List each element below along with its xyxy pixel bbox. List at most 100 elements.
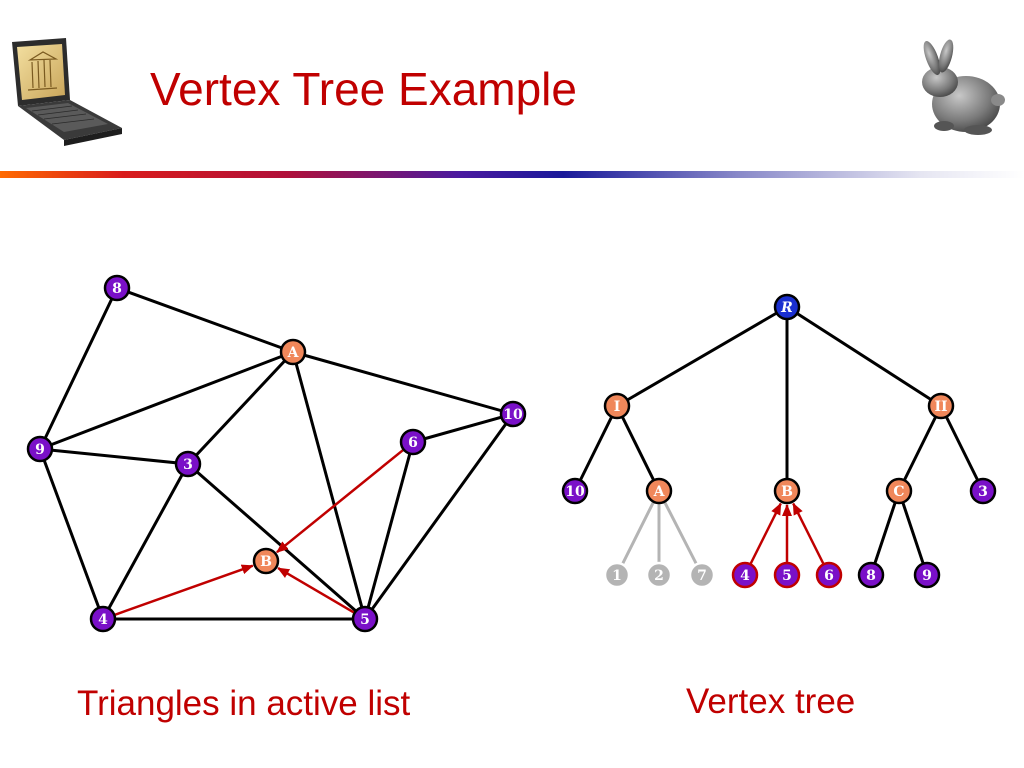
mesh-vertex-label: 4 bbox=[98, 612, 108, 628]
mesh-arrow-5-b bbox=[277, 566, 355, 614]
mesh-node-b: B bbox=[252, 547, 280, 575]
tree-vertex-circle bbox=[561, 477, 589, 505]
tree-node-a: A bbox=[645, 477, 673, 505]
mesh-edge-3-4 bbox=[101, 462, 190, 621]
mesh-edge-9-4 bbox=[38, 447, 105, 621]
tree-node-3: 3 bbox=[969, 477, 997, 505]
tree-node-c: C bbox=[885, 477, 913, 505]
mesh-vertex-label: 6 bbox=[408, 435, 418, 451]
tree-node-4: 4 bbox=[731, 561, 759, 589]
mesh-edge-6-10 bbox=[411, 412, 515, 444]
mesh-edge-3-5 bbox=[186, 462, 367, 621]
tree-vertex-circle bbox=[603, 392, 631, 420]
mesh-edge-6-5 bbox=[363, 440, 415, 621]
laptop-icon bbox=[12, 38, 122, 146]
tree-vertex-label: A bbox=[653, 484, 666, 500]
mesh-edge-10-5 bbox=[363, 412, 515, 621]
tree-vertex-circle bbox=[603, 561, 631, 589]
tree-vertex-circle bbox=[885, 477, 913, 505]
tree-edge-r-ii bbox=[785, 305, 943, 408]
tree-vertex-label: C bbox=[893, 484, 904, 500]
bunny-icon bbox=[922, 39, 1005, 135]
tree-vertex-circle bbox=[773, 477, 801, 505]
mesh-edge-8-9 bbox=[38, 286, 119, 451]
tree-vertex-circle bbox=[927, 392, 955, 420]
tree-vertex-circle bbox=[857, 561, 885, 589]
mesh-arrows bbox=[114, 449, 404, 616]
mesh-node-a: A bbox=[279, 338, 307, 366]
mesh-node-8: 8 bbox=[103, 274, 131, 302]
tree-node-5: 5 bbox=[773, 561, 801, 589]
mesh-edge-9-3 bbox=[38, 447, 190, 466]
tree-node-r: R bbox=[773, 293, 801, 321]
tree-node-7: 7 bbox=[688, 561, 716, 589]
tree-vertex-label: 1 bbox=[612, 568, 622, 584]
tree-vertex-label: II bbox=[934, 399, 947, 415]
mesh-vertex-circle bbox=[499, 400, 527, 428]
tree-edge-i-10 bbox=[573, 404, 619, 493]
tree-vertex-label: 8 bbox=[866, 568, 876, 584]
slide-title: Vertex Tree Example bbox=[150, 63, 577, 115]
tree-edge-4-b bbox=[749, 502, 782, 564]
mesh-caption: Triangles in active list bbox=[77, 684, 411, 723]
mesh-vertex-circle bbox=[399, 428, 427, 456]
tree-vertex-label: 9 bbox=[922, 568, 932, 584]
tree-node-9: 9 bbox=[913, 561, 941, 589]
mesh-edges bbox=[38, 286, 515, 621]
tree-vertex-circle bbox=[688, 561, 716, 589]
tree-vertex-circle bbox=[773, 293, 801, 321]
mesh-vertex-circle bbox=[89, 605, 117, 633]
mesh-vertex-circle bbox=[174, 450, 202, 478]
mesh-edge-a-9 bbox=[38, 350, 295, 451]
tree-vertex-label: R bbox=[780, 300, 793, 316]
tree-edge-i-a bbox=[615, 404, 661, 493]
tree-edge-6-b bbox=[792, 502, 825, 564]
tree-vertex-label: I bbox=[614, 399, 621, 415]
tree-vertex-circle bbox=[645, 477, 673, 505]
mesh-vertex-label: B bbox=[260, 554, 272, 570]
tree-edges bbox=[573, 305, 985, 577]
mesh-vertex-label: 8 bbox=[112, 281, 122, 297]
tree-node-ii: II bbox=[927, 392, 955, 420]
tree-node-8: 8 bbox=[857, 561, 885, 589]
tree-edge-ii-c bbox=[897, 404, 943, 493]
tree-vertex-circle bbox=[645, 561, 673, 589]
mesh-vertex-label: 5 bbox=[360, 612, 370, 628]
mesh-edge-8-a bbox=[115, 286, 295, 354]
tree-edge-a-1 bbox=[615, 489, 661, 577]
mesh-vertex-circle bbox=[26, 435, 54, 463]
mesh-node-9: 9 bbox=[26, 435, 54, 463]
tree-caption: Vertex tree bbox=[686, 682, 856, 721]
mesh-vertex-circle bbox=[351, 605, 379, 633]
tree-node-i: I bbox=[603, 392, 631, 420]
mesh-edge-a-10 bbox=[291, 350, 515, 416]
mesh-edge-a-3 bbox=[186, 350, 295, 466]
mesh-vertex-label: 10 bbox=[503, 407, 523, 423]
tree-edge-r-i bbox=[615, 305, 789, 408]
tree-edge-c-9 bbox=[897, 489, 929, 577]
mesh-node-10: 10 bbox=[499, 400, 527, 428]
tree-vertex-circle bbox=[969, 477, 997, 505]
tree-vertex-label: 2 bbox=[654, 568, 664, 584]
tree-vertex-label: 4 bbox=[740, 568, 750, 584]
mesh-nodes: 8A 10 9 3 6B 4 5 bbox=[26, 274, 527, 633]
tree-vertex-label: 7 bbox=[697, 568, 707, 584]
tree-vertex-circle bbox=[913, 561, 941, 589]
tree-vertex-label: 6 bbox=[824, 568, 834, 584]
tree-vertex-circle bbox=[815, 561, 843, 589]
tree-vertex-label: 5 bbox=[782, 568, 792, 584]
tree-vertex-label: 3 bbox=[978, 484, 988, 500]
title-divider bbox=[0, 171, 1024, 178]
mesh-node-4: 4 bbox=[89, 605, 117, 633]
mesh-vertex-label: A bbox=[287, 345, 300, 361]
tree-node-10: 10 bbox=[561, 477, 589, 505]
tree-vertex-circle bbox=[731, 561, 759, 589]
mesh-vertex-label: 9 bbox=[35, 442, 45, 458]
mesh-vertex-label: 3 bbox=[183, 457, 193, 473]
mesh-node-5: 5 bbox=[351, 605, 379, 633]
mesh-vertex-circle bbox=[252, 547, 280, 575]
tree-vertex-label: 10 bbox=[565, 484, 585, 500]
